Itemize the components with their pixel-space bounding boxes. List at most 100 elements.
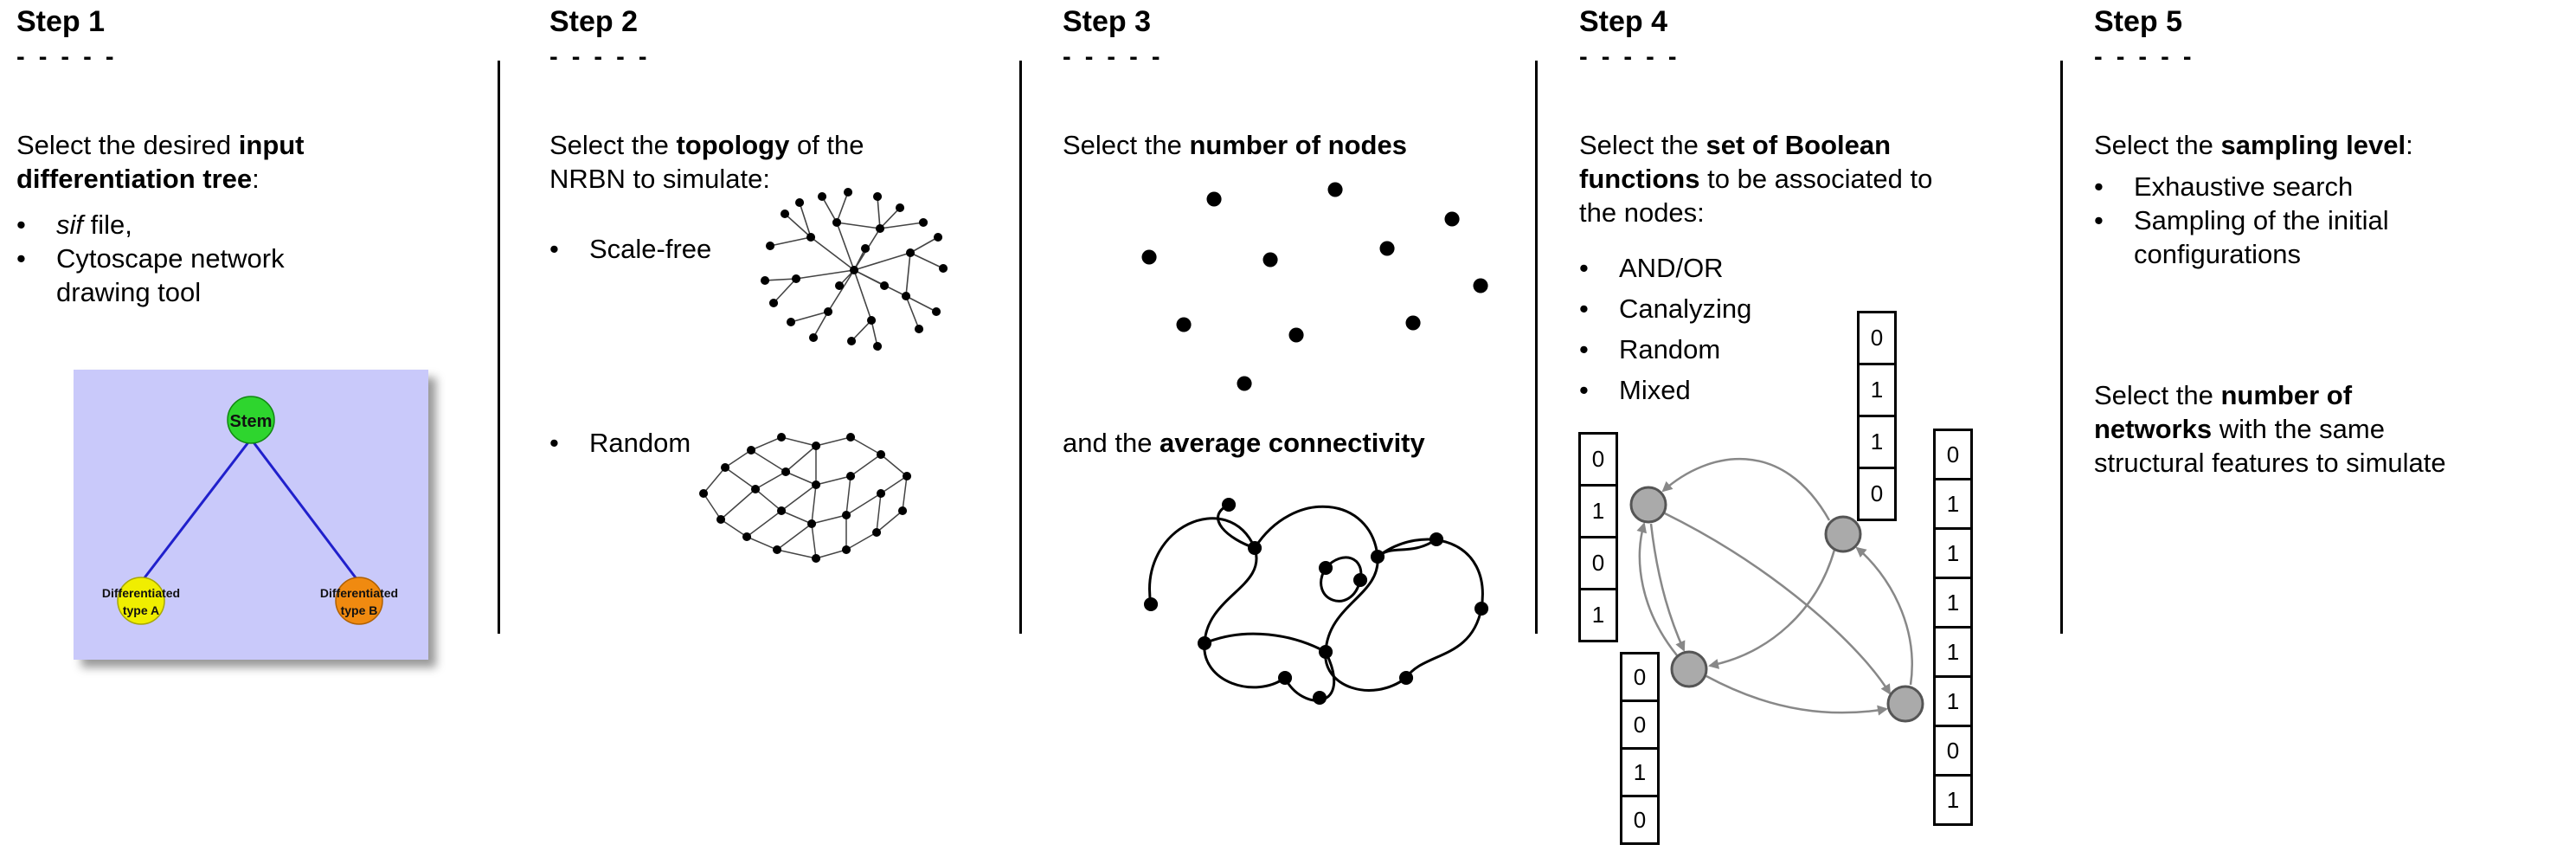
gene-node-2 (1824, 515, 1862, 553)
cytoscape-line1: Cytoscape network (56, 243, 285, 274)
sif-rest: file, (83, 210, 132, 240)
step3-title: Step 3 (1063, 5, 1152, 38)
column-divider-2 (1019, 61, 1022, 634)
step5-intro-post: : (2406, 130, 2413, 160)
step4-dashes: - - - - - (1579, 43, 1680, 71)
bullet-mark: • (549, 234, 559, 264)
bullet-mark: • (16, 210, 26, 240)
step3-mid-bold: average connectivity (1160, 428, 1425, 458)
differentiation-tree-svg: Stem Differentiated type A Differentiate… (74, 370, 428, 660)
type-b-label-line2: type B (341, 603, 378, 617)
type-b-label-line1: Differentiated (320, 586, 398, 600)
type-a-label-line2: type A (123, 603, 159, 617)
truth-cell: 1 (1933, 675, 1973, 727)
step5-intro-pre: Select the (2094, 130, 2221, 160)
bullet-sampling: • Sampling of the initial configurations (2094, 203, 2544, 271)
step5-second-pre: Select the (2094, 380, 2221, 410)
differentiation-tree-figure: Stem Differentiated type A Differentiate… (74, 370, 428, 660)
bullet-mixed: • Mixed (1579, 370, 1856, 410)
bullet-sif-file: • sif file, (16, 208, 488, 242)
stem-label: Stem (230, 412, 273, 431)
tree-edge-to-type-a (141, 438, 253, 581)
random-label: Random (589, 428, 691, 458)
column-divider-4 (2060, 61, 2063, 634)
arrow-n3-n4 (1706, 674, 1888, 716)
step5-dashes: - - - - - (2094, 43, 2195, 71)
gene-node-1 (1629, 486, 1667, 524)
regulatory-arrows (1636, 457, 1913, 716)
step2-title: Step 2 (549, 5, 639, 38)
step1-title: Step 1 (16, 5, 106, 38)
step4-intro-bold1: set of Boolean (1706, 130, 1892, 160)
arrow-n2-n1 (1661, 457, 1831, 521)
arrow-n2-n3 (1708, 549, 1836, 669)
column-divider-1 (498, 61, 500, 634)
step5-intro-bold: sampling level (2220, 130, 2406, 160)
step3-mid: and the average connectivity (1063, 426, 1534, 460)
bullet-mark: • (1579, 293, 1589, 324)
step1-intro-bold1: input (238, 130, 305, 160)
bullet-mark: • (549, 428, 559, 458)
arrow-n4-n2 (1855, 546, 1913, 686)
truth-cell: 1 (1578, 588, 1618, 642)
step5-bullet-list: • Exhaustive search • Sampling of the in… (2094, 170, 2544, 271)
truth-table-bottom: 0 0 1 0 (1620, 652, 1660, 845)
bullet-random-fn: • Random (1579, 329, 1856, 370)
step4-title: Step 4 (1579, 5, 1668, 38)
truth-cell: 1 (1933, 774, 1973, 826)
scale-free-network-figure (761, 188, 948, 351)
truth-cell: 0 (1620, 795, 1660, 845)
bullet-canalyzing: • Canalyzing (1579, 288, 1856, 329)
cytoscape-line2: drawing tool (56, 277, 202, 307)
bullet-mark: • (2094, 171, 2104, 202)
type-a-node (117, 577, 165, 625)
sif-italic: sif (56, 210, 83, 240)
step1-intro-bold2: differentiation tree (16, 164, 253, 194)
scatter-dots (1141, 182, 1488, 391)
step2-intro-mid: of the (789, 130, 864, 160)
step2-intro-line2: NRBN to simulate: (549, 164, 770, 194)
truth-table-right: 0 1 1 1 1 1 0 1 (1933, 429, 1973, 826)
truth-cell: 0 (1857, 467, 1897, 521)
step5-second-bold1: number of (2220, 380, 2353, 410)
step3-intro-pre: Select the (1063, 130, 1190, 160)
step1-intro: Select the desired input differentiation … (16, 128, 488, 196)
network-nodes (761, 188, 948, 351)
canalyzing-label: Canalyzing (1619, 293, 1752, 324)
bullet-mark: • (2094, 205, 2104, 235)
truth-cell: 1 (1620, 747, 1660, 797)
scale-free-label: Scale-free (589, 234, 712, 264)
step4-intro-bold2: functions (1579, 164, 1700, 194)
arrow-n3-n1 (1636, 522, 1678, 656)
random-fn-label: Random (1619, 334, 1721, 364)
step5-second-bold2: networks (2094, 414, 2213, 444)
nodes-scatter-figure (1141, 182, 1488, 391)
tangle-edges (1148, 503, 1484, 702)
step1-dashes: - - - - - (16, 43, 118, 71)
type-a-label-line1: Differentiated (102, 586, 180, 600)
bullet-mark: • (16, 243, 26, 274)
truth-cell: 1 (1933, 626, 1973, 678)
gene-node-4 (1886, 685, 1924, 723)
step1-intro-pre: Select the desired (16, 130, 239, 160)
network-nodes (1629, 486, 1924, 723)
step5-intro: Select the sampling level: (2094, 128, 2566, 162)
stem-node (227, 396, 275, 444)
gene-node-3 (1670, 650, 1708, 688)
column-divider-3 (1535, 61, 1538, 634)
step1-intro-post: : (252, 164, 260, 194)
truth-table-left: 0 1 0 1 (1578, 432, 1618, 642)
step3-intro: Select the number of nodes (1063, 128, 1534, 162)
truth-cell: 1 (1578, 484, 1618, 538)
tangle-dots (1144, 498, 1489, 705)
type-b-node (335, 577, 383, 625)
step4-bullet-list: • AND/OR • Canalyzing • Random • Mixed (1579, 248, 1856, 410)
sampling-line1: Sampling of the initial (2134, 205, 2389, 235)
sampling-line2: configurations (2134, 239, 2302, 269)
truth-cell: 1 (1933, 478, 1973, 530)
boolean-network-svg (1629, 457, 1924, 723)
bullet-mark: • (1579, 375, 1589, 405)
network-edges (764, 191, 944, 347)
